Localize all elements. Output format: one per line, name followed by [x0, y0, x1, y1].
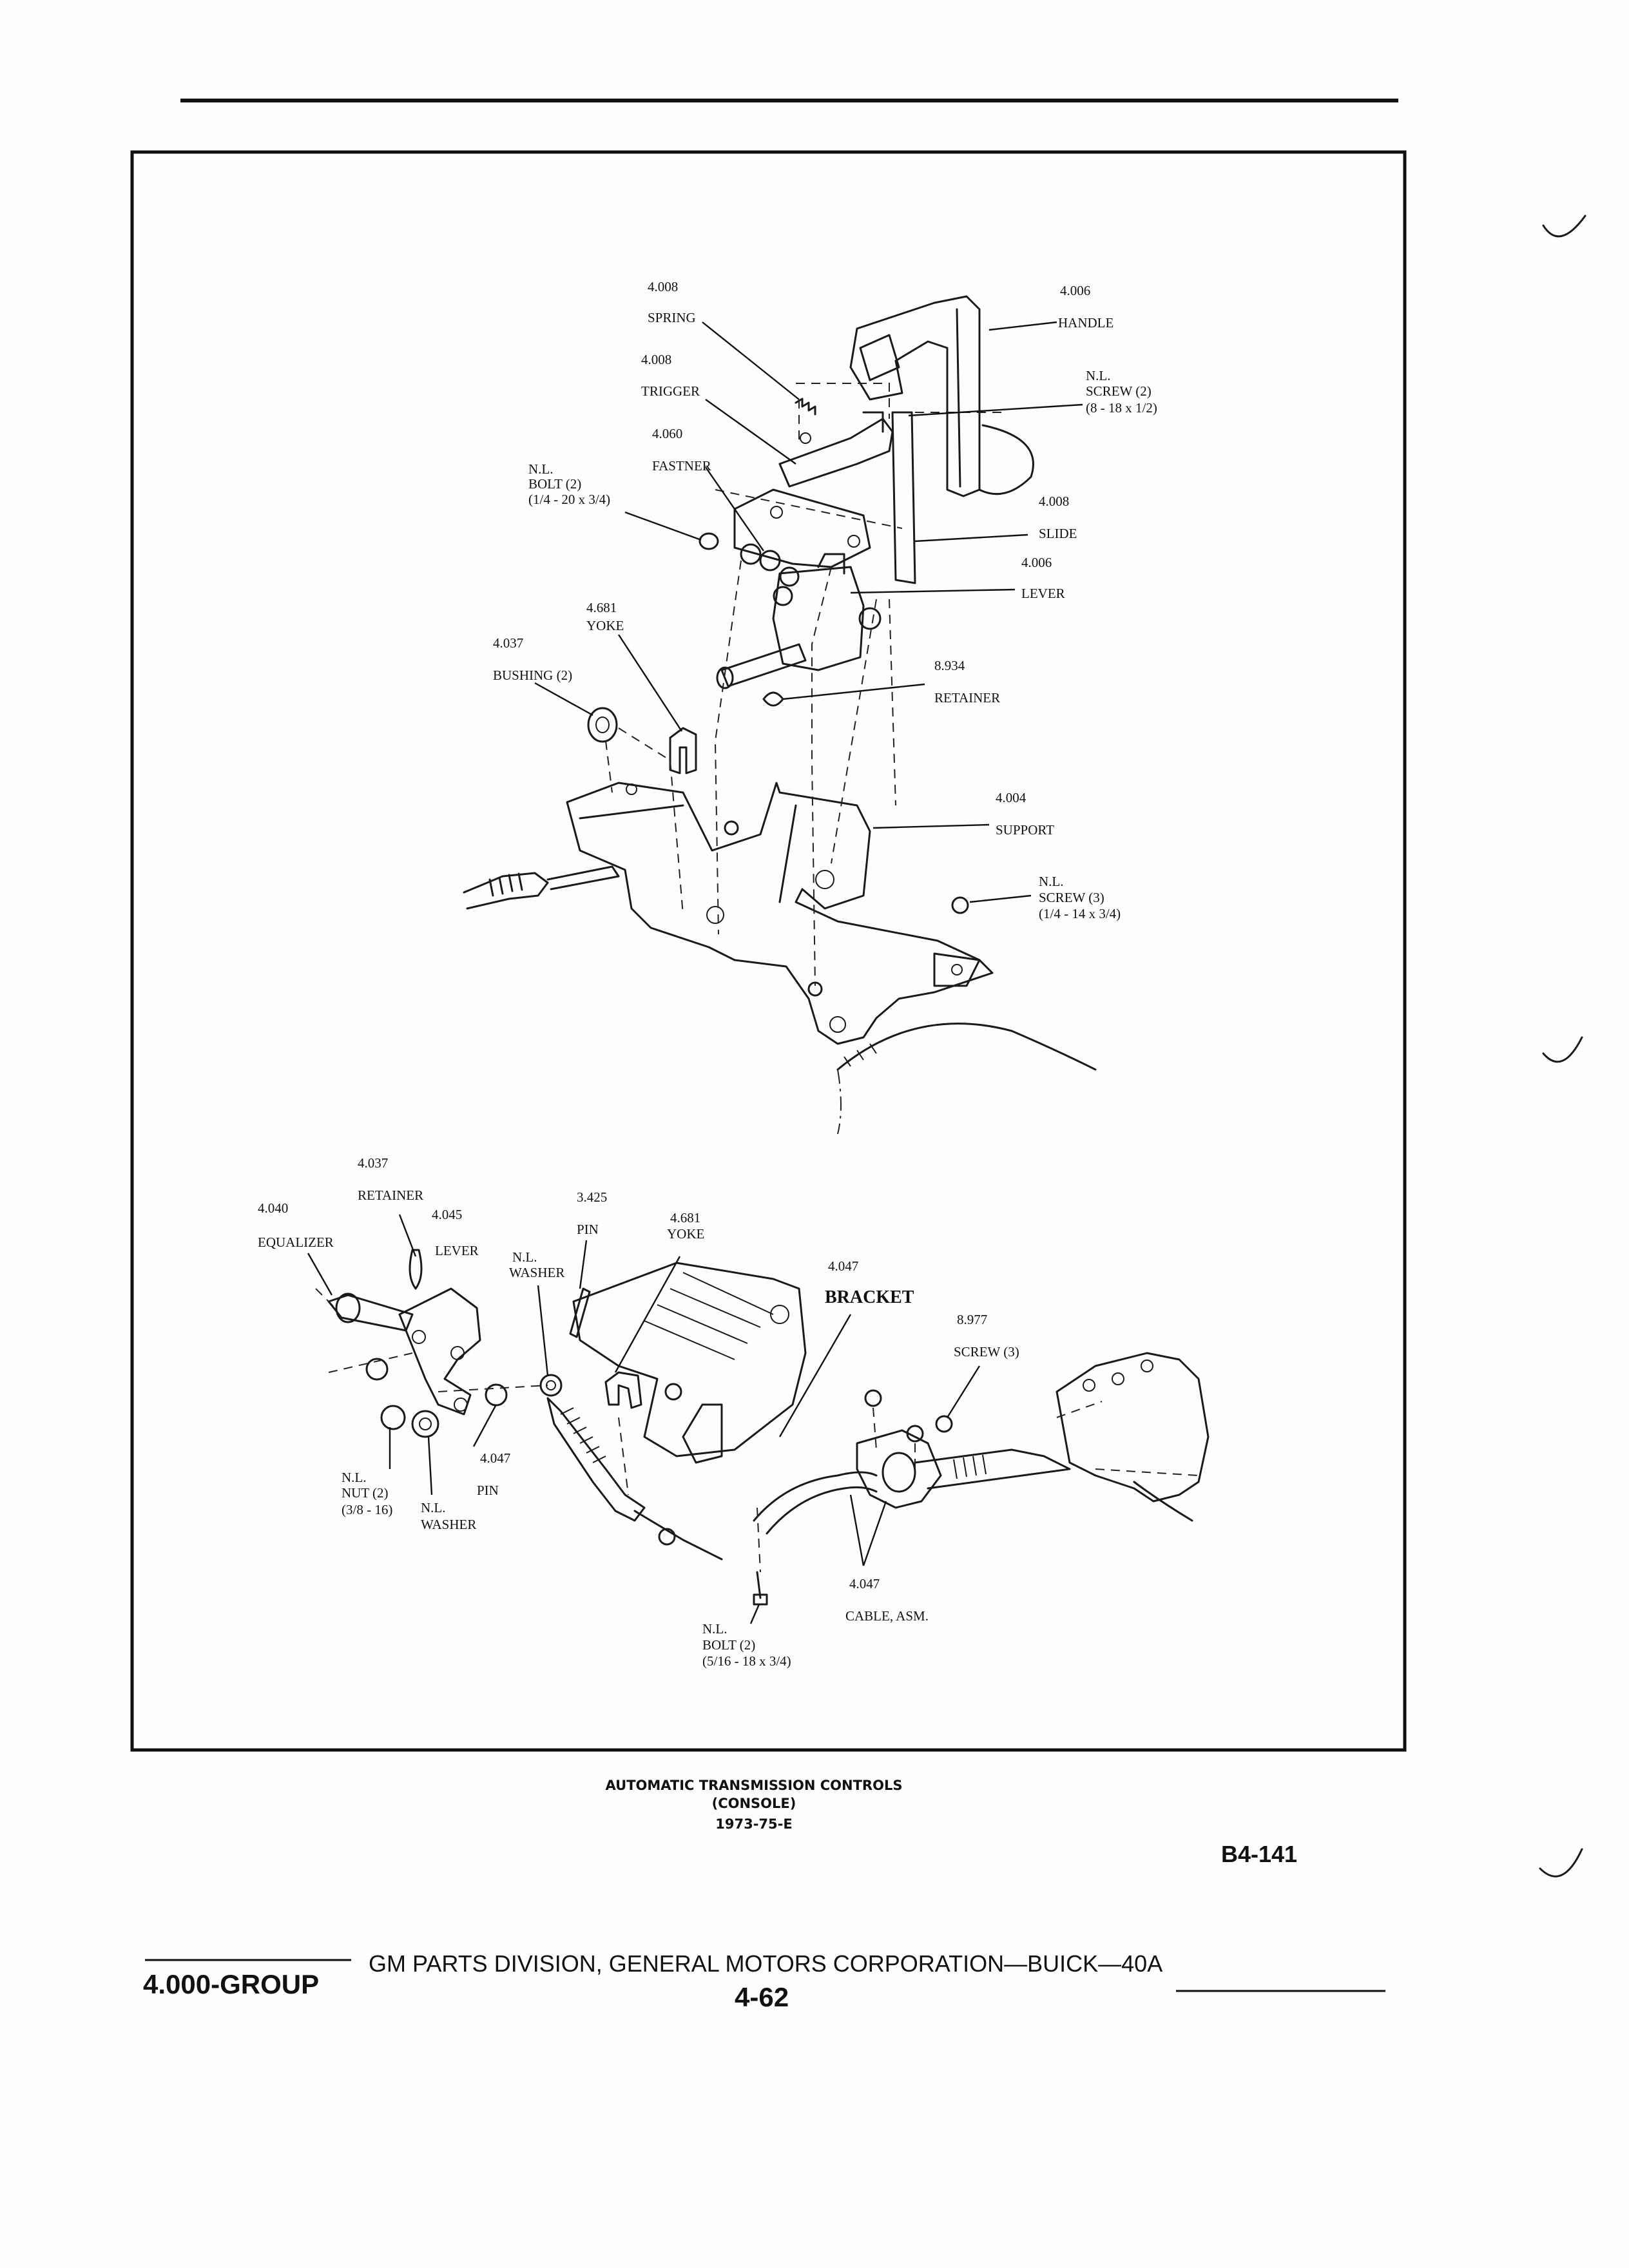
screw-mid-label: SCREW (3) [1039, 890, 1104, 905]
lever-top-label: LEVER [1021, 586, 1065, 601]
support-number: 4.004 [996, 790, 1027, 805]
nut-nl: N.L. [342, 1470, 367, 1485]
pin-low-label: PIN [477, 1483, 499, 1498]
trigger-label: TRIGGER [641, 383, 700, 399]
pin-top-label: PIN [577, 1222, 599, 1237]
trigger-number: 4.008 [641, 352, 671, 367]
diagram-frame [130, 150, 1407, 1752]
screw-top-label: SCREW (2) [1086, 383, 1152, 399]
lower-leader-lines [307, 1214, 981, 1624]
handle-number: 4.006 [1060, 283, 1090, 298]
fastner-label: FASTNER [652, 458, 711, 474]
upper-assembly-illustration [463, 295, 1097, 1135]
bushing-number: 4.037 [493, 635, 523, 651]
washer-low-label: WASHER [421, 1517, 476, 1532]
spring-number: 4.008 [648, 279, 678, 294]
footer-group: 4.000-GROUP [143, 1969, 319, 1999]
retainer-top-number: 8.934 [934, 658, 965, 673]
pin-low-number: 4.047 [480, 1450, 510, 1466]
lower-labels: 4.037 RETAINER 4.040 EQUALIZER 4.045 LEV… [258, 1155, 1019, 1669]
nut-spec: (3/8 - 16) [342, 1502, 392, 1517]
fastner-number: 4.060 [652, 426, 682, 441]
yoke-top-label: YOKE [586, 618, 624, 633]
washer-low-nl: N.L. [421, 1500, 446, 1515]
footer-publisher: GM PARTS DIVISION, GENERAL MOTORS CORPOR… [369, 1950, 1162, 1977]
bolt-low-spec: (5/16 - 18 x 3/4) [702, 1653, 791, 1669]
margin-mark-2 [1542, 1036, 1583, 1063]
washer-top-label: WASHER [509, 1265, 564, 1280]
bolt-top-nl: N.L. [528, 461, 554, 477]
screw-top-spec: (8 - 18 x 1/2) [1086, 400, 1157, 416]
upper-labels: 4.008 SPRING 4.006 HANDLE 4.008 TRIGGER … [493, 279, 1157, 921]
margin-mark-3 [1539, 1848, 1583, 1878]
yoke-top-number: 4.681 [586, 600, 617, 615]
support-label: SUPPORT [996, 822, 1054, 838]
page-code: B4-141 [1221, 1841, 1297, 1867]
screw-mid-nl: N.L. [1039, 874, 1064, 889]
yoke-low-number: 4.681 [670, 1210, 700, 1225]
cable-label: CABLE, ASM. [845, 1608, 929, 1624]
nut-label: NUT (2) [342, 1485, 389, 1501]
screw-mid-spec: (1/4 - 14 x 3/4) [1039, 906, 1121, 921]
cable-number: 4.047 [849, 1576, 880, 1591]
equalizer-number: 4.040 [258, 1200, 288, 1216]
bolt-low-nl: N.L. [702, 1621, 728, 1637]
screw-top-nl: N.L. [1086, 368, 1111, 383]
lever-low-number: 4.045 [432, 1207, 462, 1222]
handle-label: HANDLE [1058, 315, 1113, 331]
retainer-low-number: 4.037 [358, 1155, 388, 1171]
slide-number: 4.008 [1039, 494, 1069, 509]
bracket-number: 4.047 [828, 1258, 858, 1274]
bolt-low-label: BOLT (2) [702, 1637, 755, 1653]
bracket-label: BRACKET [825, 1287, 914, 1307]
bolt-top-spec: (1/4 - 20 x 3/4) [528, 492, 610, 507]
pin-top-number: 3.425 [577, 1189, 607, 1205]
yoke-low-label: YOKE [667, 1226, 704, 1242]
spring-label: SPRING [648, 310, 696, 325]
caption-subtitle: (CONSOLE) [712, 1796, 796, 1811]
caption-title: AUTOMATIC TRANSMISSION CONTROLS [606, 1778, 903, 1793]
retainer-low-label: RETAINER [358, 1187, 423, 1203]
washer-top-nl: N.L. [512, 1249, 537, 1265]
slide-label: SLIDE [1039, 526, 1077, 541]
lever-top-number: 4.006 [1021, 555, 1052, 570]
screw-low-label: SCREW (3) [954, 1344, 1019, 1360]
lower-assembly-illustration [315, 1249, 1210, 1606]
caption-years: 1973-75-E [715, 1816, 792, 1832]
equalizer-label: EQUALIZER [258, 1235, 334, 1250]
figure-caption: AUTOMATIC TRANSMISSION CONTROLS (CONSOLE… [606, 1778, 903, 1832]
retainer-top-label: RETAINER [934, 690, 1000, 706]
lever-low-label: LEVER [435, 1243, 479, 1258]
upper-leader-lines [534, 321, 1083, 903]
margin-mark-1 [1542, 215, 1586, 238]
page-footer: 4.000-GROUP GM PARTS DIVISION, GENERAL M… [143, 1950, 1385, 2012]
footer-page-number: 4-62 [735, 1982, 789, 2012]
screw-low-number: 8.977 [957, 1312, 987, 1327]
bolt-top-label: BOLT (2) [528, 476, 581, 492]
bushing-label: BUSHING (2) [493, 668, 572, 683]
